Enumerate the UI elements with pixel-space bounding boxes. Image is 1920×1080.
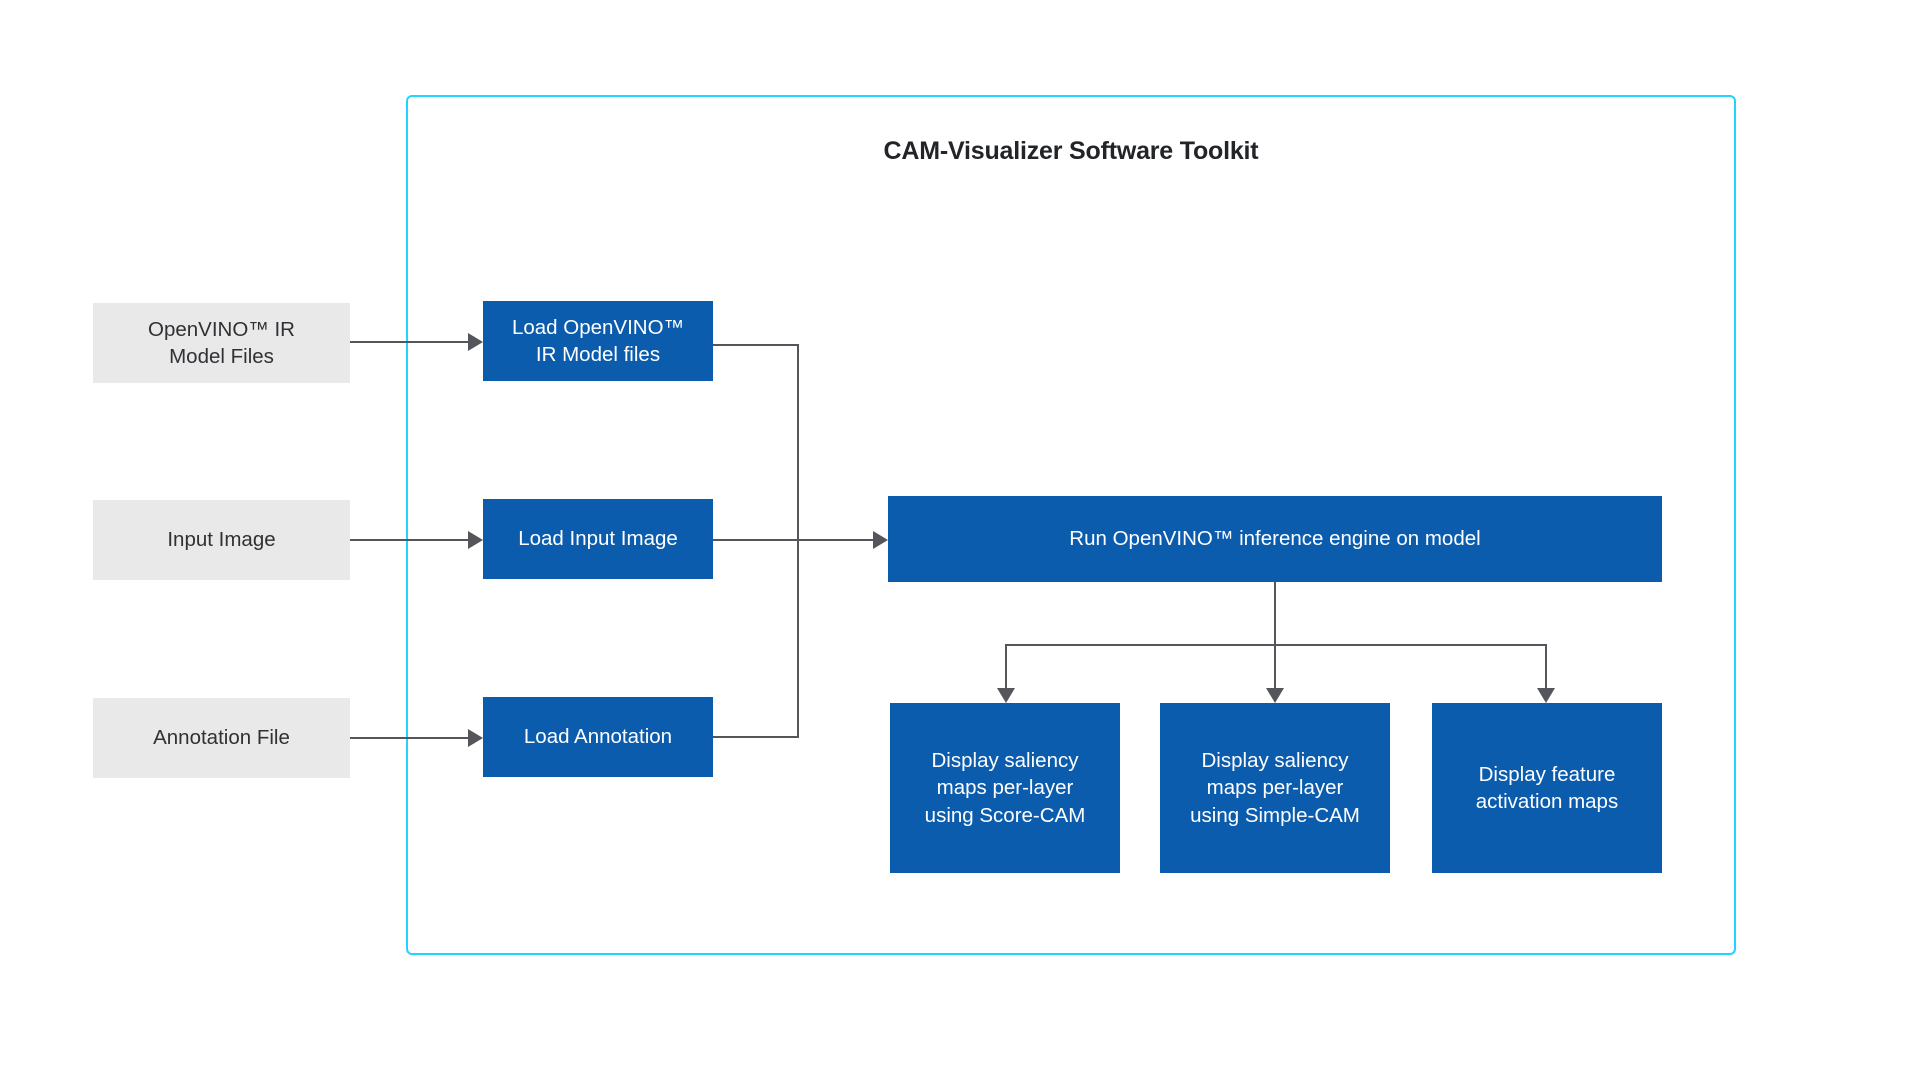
arrowhead-input1-to-loader1 xyxy=(468,333,483,351)
toolkit-frame xyxy=(406,95,1736,955)
arrowhead-bus-to-engine xyxy=(873,531,888,549)
output-box-simple-cam: Display saliency maps per-layer using Si… xyxy=(1160,703,1390,873)
arrowhead-input3-to-loader3 xyxy=(468,729,483,747)
connector-input2-to-loader2 xyxy=(350,539,468,541)
input-box-label: OpenVINO™ IR Model Files xyxy=(148,317,295,368)
loader-box-label: Load Annotation xyxy=(523,725,673,749)
arrowhead-fanout-to-output1 xyxy=(997,688,1015,703)
arrowhead-fanout-to-output3 xyxy=(1537,688,1555,703)
connector-input1-to-loader1 xyxy=(350,341,468,343)
output-box-label: Display feature activation maps xyxy=(1475,762,1619,813)
output-box-label: Display saliency maps per-layer using Sc… xyxy=(924,749,1086,827)
connector-fanout-to-output1 xyxy=(1005,644,1007,688)
engine-box-run-openvino-inference: Run OpenVINO™ inference engine on model xyxy=(888,496,1662,582)
connector-fanout-to-output2 xyxy=(1274,644,1276,688)
loader-box-load-openvino-ir-model-files: Load OpenVINO™ IR Model files xyxy=(483,301,713,381)
connector-fanout-to-output3 xyxy=(1545,644,1547,688)
output-box-score-cam: Display saliency maps per-layer using Sc… xyxy=(890,703,1120,873)
output-box-label: Display saliency maps per-layer using Si… xyxy=(1190,749,1360,827)
input-box-label: Input Image xyxy=(167,528,276,552)
input-box-input-image: Input Image xyxy=(93,500,350,580)
connector-loader3-to-bus xyxy=(713,736,799,738)
input-box-annotation-file: Annotation File xyxy=(93,698,350,778)
arrowhead-fanout-to-output2 xyxy=(1266,688,1284,703)
bus-vertical-lower xyxy=(797,539,799,738)
connector-loader1-to-bus xyxy=(713,344,799,346)
engine-box-label: Run OpenVINO™ inference engine on model xyxy=(1069,527,1481,551)
loader-box-label: Load OpenVINO™ IR Model files xyxy=(511,315,685,366)
connector-engine-to-fanout xyxy=(1274,582,1276,645)
output-box-feature-activation-maps: Display feature activation maps xyxy=(1432,703,1662,873)
arrowhead-input2-to-loader2 xyxy=(468,531,483,549)
loader-box-load-annotation: Load Annotation xyxy=(483,697,713,777)
connector-input3-to-loader3 xyxy=(350,737,468,739)
input-box-openvino-ir-model-files: OpenVINO™ IR Model Files xyxy=(93,303,350,383)
input-box-label: Annotation File xyxy=(153,726,290,750)
toolkit-title: CAM-Visualizer Software Toolkit xyxy=(883,137,1259,165)
loader-box-load-input-image: Load Input Image xyxy=(483,499,713,579)
bus-vertical-upper xyxy=(797,344,799,540)
connector-bus-to-engine xyxy=(713,539,876,541)
loader-box-label: Load Input Image xyxy=(518,527,678,551)
